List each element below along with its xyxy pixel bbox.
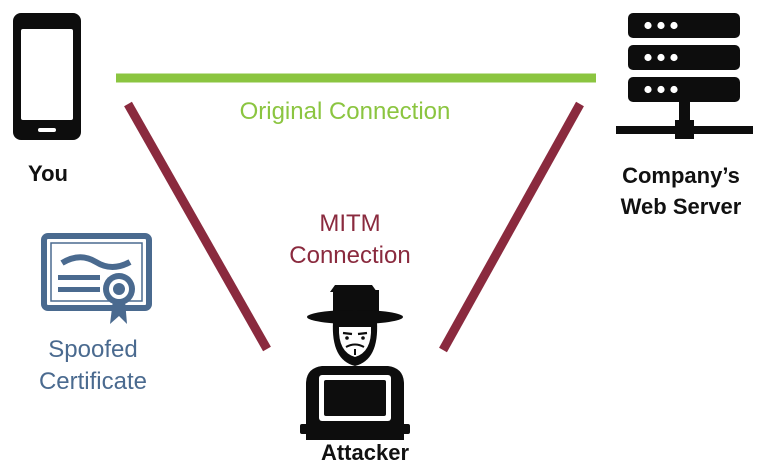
attacker-label: Attacker [320,440,410,465]
original-connection-label: Original Connection [239,98,451,125]
web-server-label-line1: Company’s [622,163,740,188]
certificate-label-line1: Spoofed [48,336,138,363]
mitm-label-line1: MITM [319,210,381,237]
web-server-label-line2: Web Server [620,193,742,219]
spoofed-certificate-label: Spoofed Certificate [18,334,168,397]
you-label: You [28,161,68,186]
mitm-line-right [439,101,584,353]
smartphone-icon [13,13,81,140]
mitm-line-left [124,101,271,352]
mitm-connection-label: MITM Connection [260,208,440,273]
certificate-icon [41,233,152,324]
server-icon [616,13,753,139]
web-server-label: Company’s Web Server [596,161,757,223]
hacker-icon [300,285,410,440]
certificate-label-line2: Certificate [38,367,148,395]
mitm-label-line2: Connection [289,242,411,270]
